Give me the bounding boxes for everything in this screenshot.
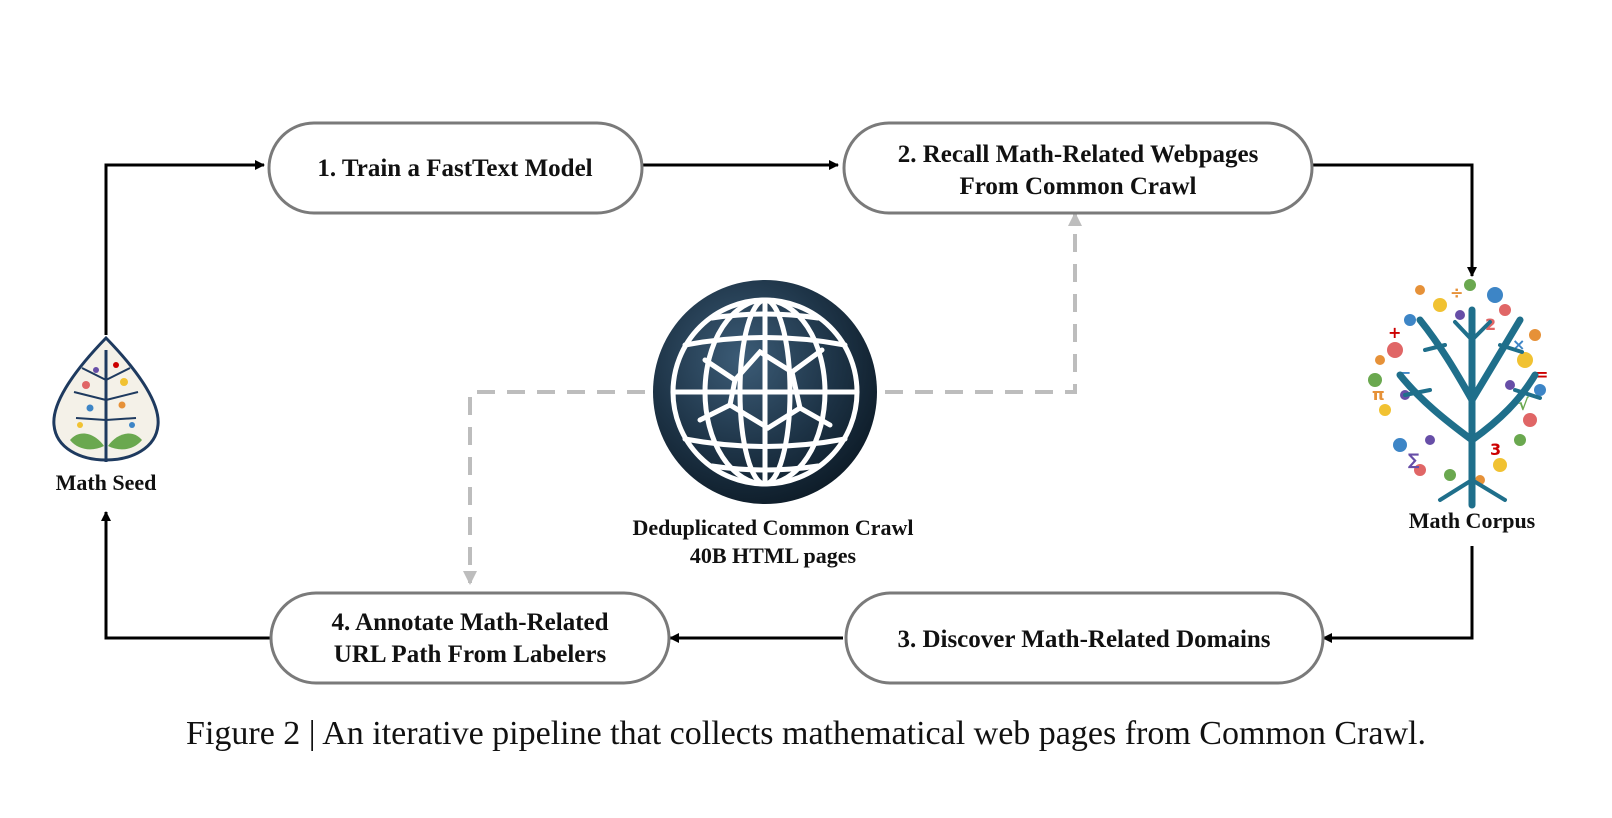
- svg-text:2: 2: [1485, 315, 1496, 334]
- node-train-label: 1. Train a FastText Model: [317, 155, 592, 182]
- node-recall-line1: 2. Recall Math-Related Webpages: [898, 141, 1259, 168]
- arrow-seed-to-train: [104, 160, 265, 335]
- leaf-seed-icon: [52, 335, 160, 462]
- dashed-arrow-to-annotate: [463, 390, 645, 585]
- node-annotate-url-path: 4. Annotate Math-Related URL Path From L…: [269, 591, 671, 685]
- math-corpus-label: Math Corpus: [1409, 508, 1536, 533]
- arrow-annotate-to-seed: [101, 511, 270, 640]
- figure-caption: Figure 2 | An iterative pipeline that co…: [186, 715, 1426, 752]
- math-seed-label: Math Seed: [56, 470, 157, 495]
- node-recall-line2: From Common Crawl: [960, 173, 1197, 200]
- svg-text:+: +: [1388, 323, 1401, 342]
- arrow-recall-to-corpus: [1313, 163, 1477, 277]
- crawl-label-line2: 40B HTML pages: [690, 543, 857, 568]
- crawl-label-line1: Deduplicated Common Crawl: [632, 515, 913, 540]
- node-train-fasttext: 1. Train a FastText Model: [267, 121, 644, 215]
- node-recall-webpages: 2. Recall Math-Related Webpages From Com…: [842, 121, 1314, 215]
- svg-text:÷: ÷: [1450, 283, 1463, 302]
- dashed-arrow-to-recall: [885, 212, 1082, 394]
- svg-text:π: π: [1372, 385, 1385, 404]
- node-annotate-line2: URL Path From Labelers: [334, 641, 607, 668]
- svg-text:∑: ∑: [1408, 450, 1420, 469]
- globe-icon: [653, 280, 877, 504]
- math-tree-icon: + × π √ ∑ 3 ÷ = − 2: [1368, 279, 1548, 509]
- svg-text:=: =: [1535, 365, 1548, 384]
- arrow-corpus-to-discover: [1322, 546, 1474, 643]
- node-discover-domains: 3. Discover Math-Related Domains: [844, 591, 1325, 685]
- node-annotate-line1: 4. Annotate Math-Related: [331, 609, 608, 636]
- svg-text:√: √: [1518, 395, 1529, 414]
- svg-text:3: 3: [1490, 440, 1501, 459]
- node-discover-label: 3. Discover Math-Related Domains: [897, 626, 1270, 653]
